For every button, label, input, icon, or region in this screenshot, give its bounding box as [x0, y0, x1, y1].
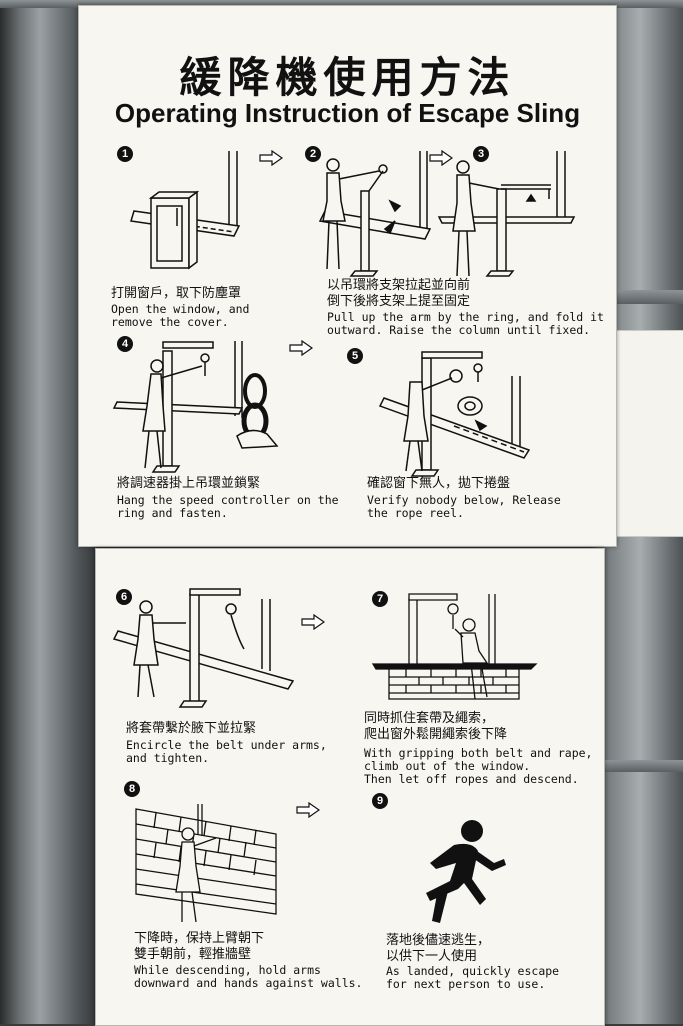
- frame-right-rail: [600, 290, 683, 304]
- step-6-en: Encircle the belt under arms, and tighte…: [126, 738, 327, 765]
- step-1-number: 1: [117, 146, 133, 162]
- step-7-zh: 同時抓住套帶及繩索， 爬出窗外鬆開繩索後下降: [364, 711, 508, 742]
- step-5-illustration: [384, 346, 544, 476]
- step-9-number: 9: [372, 793, 388, 809]
- step-5-en: Verify nobody below, Release the rope re…: [367, 493, 561, 520]
- step-4-zh: 將調速器掛上吊環並鎖緊: [117, 476, 261, 491]
- step-2-illustration: [315, 151, 435, 281]
- frame-right-rail-lower: [600, 760, 683, 772]
- right-outline-arrow-icon: [259, 150, 283, 166]
- instruction-panel-top: 緩降機使用方法 Operating Instruction of Escape …: [78, 5, 617, 547]
- instruction-panel-bottom: 6 將套帶繫於腋下並拉緊 Encircle the belt under arm…: [95, 548, 605, 1026]
- step-9-en: As landed, quickly escape for next perso…: [386, 964, 560, 991]
- step-4-illustration: [117, 336, 292, 476]
- step-1-en: Open the window, and remove the cover.: [111, 302, 250, 329]
- running-person-icon: [426, 820, 506, 923]
- step-8-zh: 下降時，保持上臂朝下 雙手朝前，輕推牆壁: [134, 931, 265, 962]
- step-7-illustration: [371, 589, 546, 709]
- step-7-en: With gripping both belt and rape, climb …: [364, 746, 593, 786]
- adjacent-white-card: [615, 330, 683, 537]
- step-4-number: 4: [117, 336, 133, 352]
- step-4-en: Hang the speed controller on the ring an…: [117, 493, 339, 520]
- step-6-zh: 將套帶繫於腋下並拉緊: [126, 721, 257, 736]
- frame-top-bar: [0, 0, 683, 8]
- step-2-number: 2: [305, 146, 321, 162]
- step-6-illustration: [118, 589, 298, 709]
- step-5-number: 5: [347, 348, 363, 364]
- right-outline-arrow-icon: [301, 614, 325, 630]
- step-1-zh: 打開窗戶，取下防塵罩: [111, 286, 242, 301]
- step-8-illustration: [136, 804, 281, 929]
- step-8-number: 8: [124, 781, 140, 797]
- step-1-illustration: [129, 146, 259, 281]
- step-5-zh: 確認窗下無人，拋下捲盤: [367, 476, 511, 491]
- right-outline-arrow-icon: [296, 802, 320, 818]
- title-english: Operating Instruction of Escape Sling: [114, 98, 581, 128]
- right-outline-arrow-icon: [289, 340, 313, 356]
- step-2-zh: 以吊環將支架拉起並向前 倒下後將支架上提至固定: [327, 278, 471, 309]
- step-3-illustration: [439, 151, 579, 281]
- step-9-zh: 落地後儘速逃生， 以供下一人使用: [386, 933, 491, 964]
- right-outline-arrow-icon: [429, 150, 453, 166]
- title-chinese: 緩降機使用方法: [179, 53, 516, 102]
- step-8-en: While descending, hold arms downward and…: [134, 963, 363, 990]
- step-6-number: 6: [116, 589, 132, 605]
- step-3-number: 3: [473, 146, 489, 162]
- step-7-number: 7: [372, 591, 388, 607]
- step-2-en: Pull up the arm by the ring, and fold it…: [327, 310, 604, 337]
